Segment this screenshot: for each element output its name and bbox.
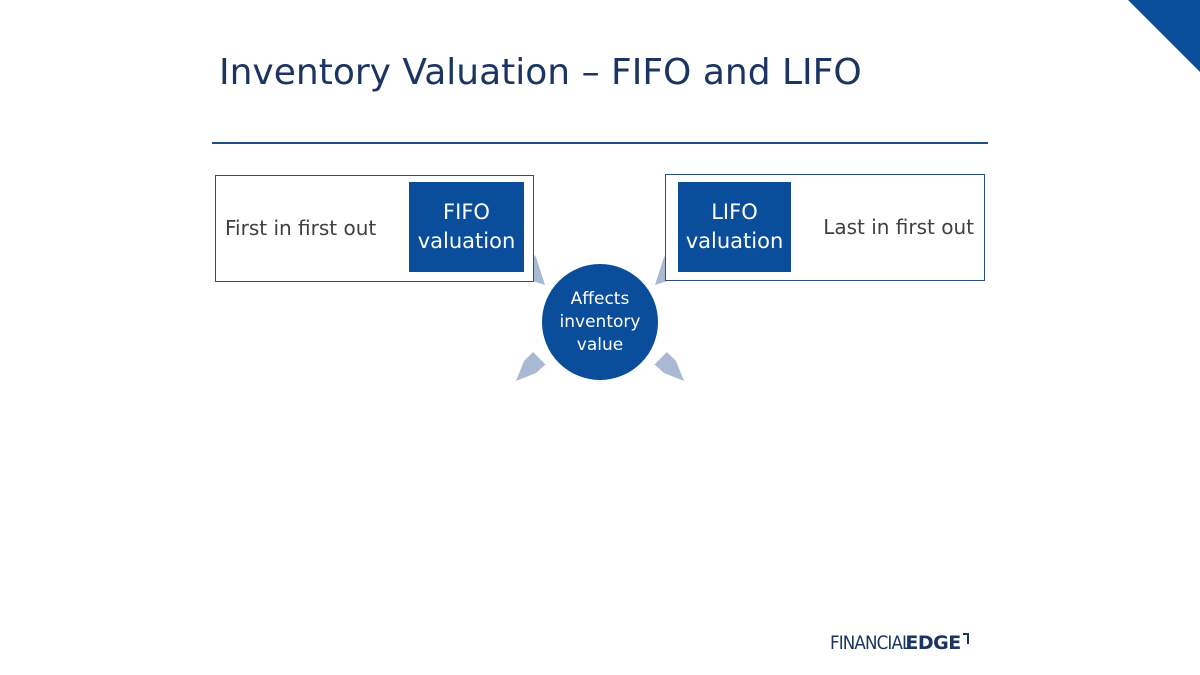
lifo-label-line1: LIFO [711,200,758,224]
fifo-label-box: FIFO valuation [409,182,524,272]
center-circle: Affects inventory value [540,262,660,382]
logo-text-edge: EDGE [905,632,961,654]
lifo-caption: Last in first out [823,215,974,239]
financial-edge-logo: FINANCIAL EDGE [830,632,970,658]
logo-text-financial: FINANCIAL [830,632,911,654]
logo-corner-icon [962,633,969,644]
slide-title: Inventory Valuation – FIFO and LIFO [219,52,862,93]
fifo-label-line1: FIFO [443,200,490,224]
lifo-label-box: LIFO valuation [678,182,791,272]
fifo-caption: First in first out [225,216,377,240]
fifo-label-line2: valuation [417,229,516,253]
arrow-center-to-bottom-right [654,352,684,381]
center-line2: inventory [559,311,641,332]
title-divider [212,142,988,144]
arrow-center-to-bottom-left [516,352,546,381]
lifo-label-line2: valuation [685,229,784,253]
center-line3: value [576,334,624,355]
center-line1: Affects [570,288,630,309]
